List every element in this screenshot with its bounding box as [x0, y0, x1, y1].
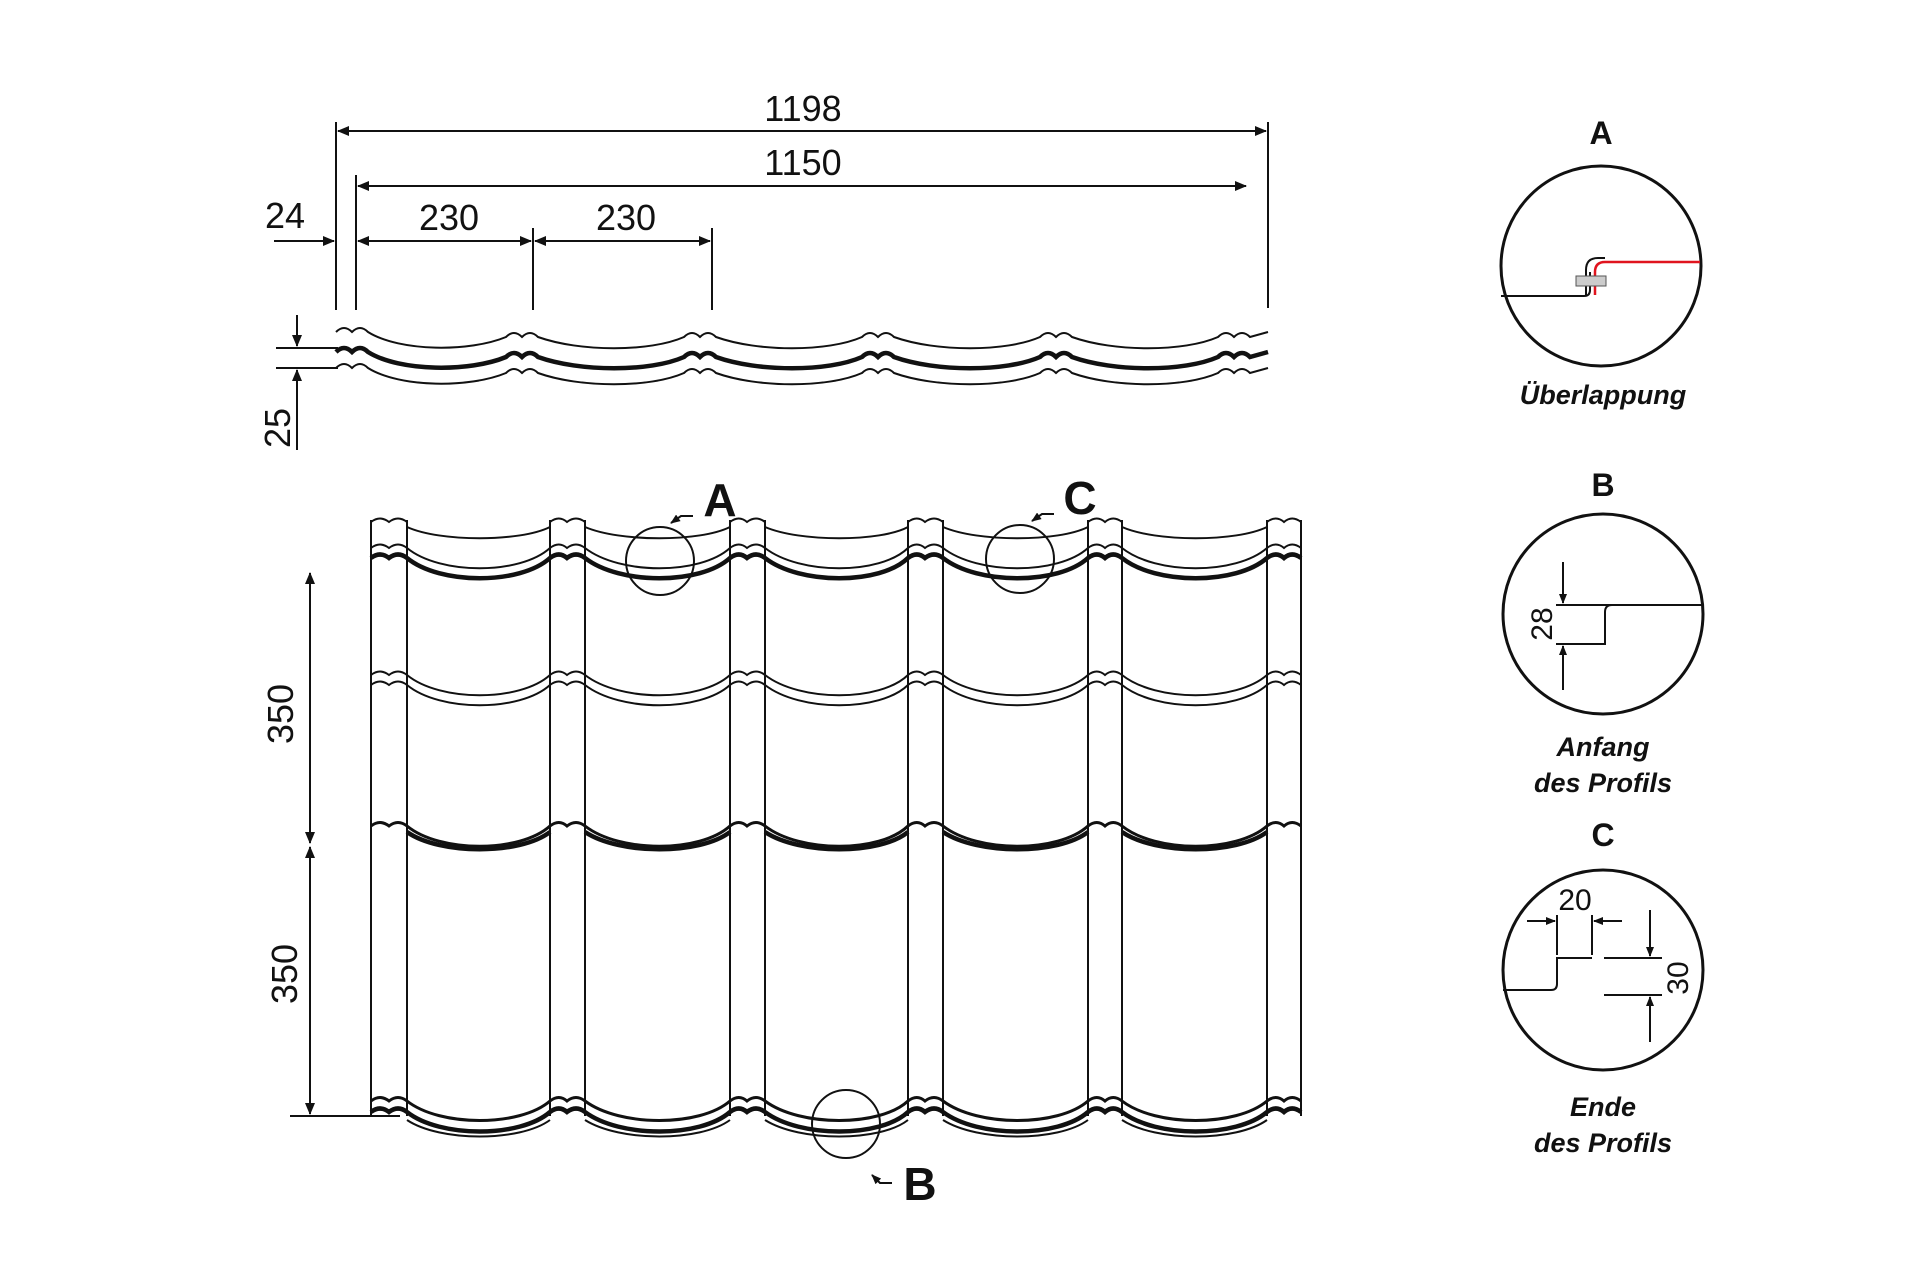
detail-a-caption: Überlappung	[1520, 380, 1687, 410]
detail-c-value-width: 20	[1558, 884, 1591, 917]
detail-c: C 20 30 Ende des Profils	[1501, 817, 1705, 1158]
detail-b-profile-line	[1593, 604, 1703, 645]
marker-a-label: A	[703, 474, 736, 526]
dim-230a-label: 230	[419, 197, 479, 238]
dim-230b-label: 230	[596, 197, 656, 238]
detail-c-caption-2: des Profils	[1534, 1128, 1672, 1158]
detail-c-letter: C	[1591, 817, 1614, 853]
detail-a-screw-icon	[1575, 275, 1607, 287]
dim-350-top-label: 350	[260, 684, 301, 744]
marker-b-label: B	[903, 1158, 936, 1210]
detail-a-letter: A	[1589, 115, 1612, 151]
dim-1198-label: 1198	[764, 88, 841, 129]
marker-a: A	[625, 474, 737, 596]
marker-c-label: C	[1063, 472, 1096, 524]
marker-c: C	[985, 472, 1097, 594]
detail-a: A Überlappung	[1499, 115, 1703, 410]
dim-25-label: 25	[257, 408, 298, 448]
step-row-1	[369, 543, 1303, 581]
detail-b-letter: B	[1591, 467, 1614, 503]
dim-350-bottom-label: 350	[264, 944, 305, 1004]
detail-b-value: 28	[1526, 607, 1559, 640]
detail-b-caption-1: Anfang	[1556, 732, 1650, 762]
detail-b-circle	[1501, 512, 1705, 716]
profile-waves	[334, 327, 1269, 386]
detail-a-circle	[1499, 164, 1703, 368]
profile-section: 1198 1150 230 230 24 25	[257, 88, 1269, 450]
detail-c-caption-1: Ende	[1570, 1092, 1636, 1122]
step-row-4	[369, 1096, 1303, 1138]
detail-c-value-height: 30	[1662, 961, 1695, 994]
dim-1150-label: 1150	[764, 142, 841, 183]
marker-b: B	[811, 1089, 937, 1210]
sheet-view: 350 350 A C B	[260, 472, 1303, 1210]
dim-24-label: 24	[265, 195, 305, 236]
step-row-3	[370, 821, 1302, 852]
detail-b: B 28 Anfang des Profils	[1501, 467, 1705, 798]
detail-c-profile-line	[1503, 957, 1592, 991]
sheet-ribs	[370, 520, 1302, 1116]
detail-c-circle	[1501, 868, 1705, 1072]
detail-a-overlap-line	[1593, 260, 1700, 295]
detail-b-caption-2: des Profils	[1534, 768, 1672, 798]
step-row-2	[370, 670, 1302, 707]
